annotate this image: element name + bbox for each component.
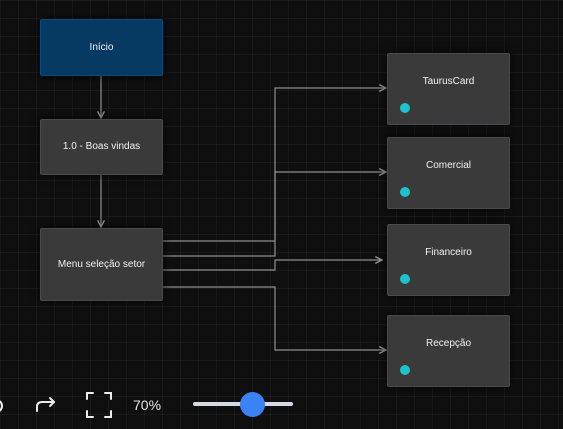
status-dot[interactable] bbox=[400, 274, 410, 284]
node-label: Financeiro bbox=[425, 247, 472, 258]
undo-icon[interactable] bbox=[0, 391, 14, 419]
node-recepcao[interactable]: Recepção bbox=[387, 315, 510, 387]
zoom-slider-thumb[interactable] bbox=[240, 392, 265, 417]
node-financeiro[interactable]: Financeiro bbox=[387, 224, 510, 296]
redo-icon[interactable] bbox=[34, 393, 60, 417]
node-comercial[interactable]: Comercial bbox=[387, 137, 510, 209]
node-tauruscard[interactable]: TaurusCard bbox=[387, 53, 510, 125]
node-boas-vindas[interactable]: 1.0 - Boas vindas bbox=[40, 119, 163, 175]
status-dot[interactable] bbox=[400, 103, 410, 113]
node-label: TaurusCard bbox=[422, 76, 475, 87]
edge-menu-recepcao bbox=[162, 286, 386, 350]
edge-menu-comercial bbox=[162, 172, 386, 257]
node-label: Comercial bbox=[425, 160, 471, 171]
status-dot[interactable] bbox=[400, 365, 410, 375]
node-label: Menu seleção setor bbox=[57, 258, 146, 270]
status-dot[interactable] bbox=[400, 187, 410, 197]
node-inicio[interactable]: Início bbox=[40, 19, 163, 76]
node-label: Início bbox=[89, 41, 114, 53]
node-menu-selecao-setor[interactable]: Menu seleção setor bbox=[40, 228, 163, 301]
edge-menu-tauruscard bbox=[162, 88, 386, 242]
node-label: Recepção bbox=[425, 338, 472, 349]
edge-menu-financeiro bbox=[162, 260, 382, 271]
zoom-level-label: 70% bbox=[133, 397, 162, 413]
node-label: 1.0 - Boas vindas bbox=[62, 141, 141, 152]
fit-view-icon[interactable] bbox=[85, 390, 113, 420]
canvas-controls: 70% bbox=[0, 388, 563, 422]
